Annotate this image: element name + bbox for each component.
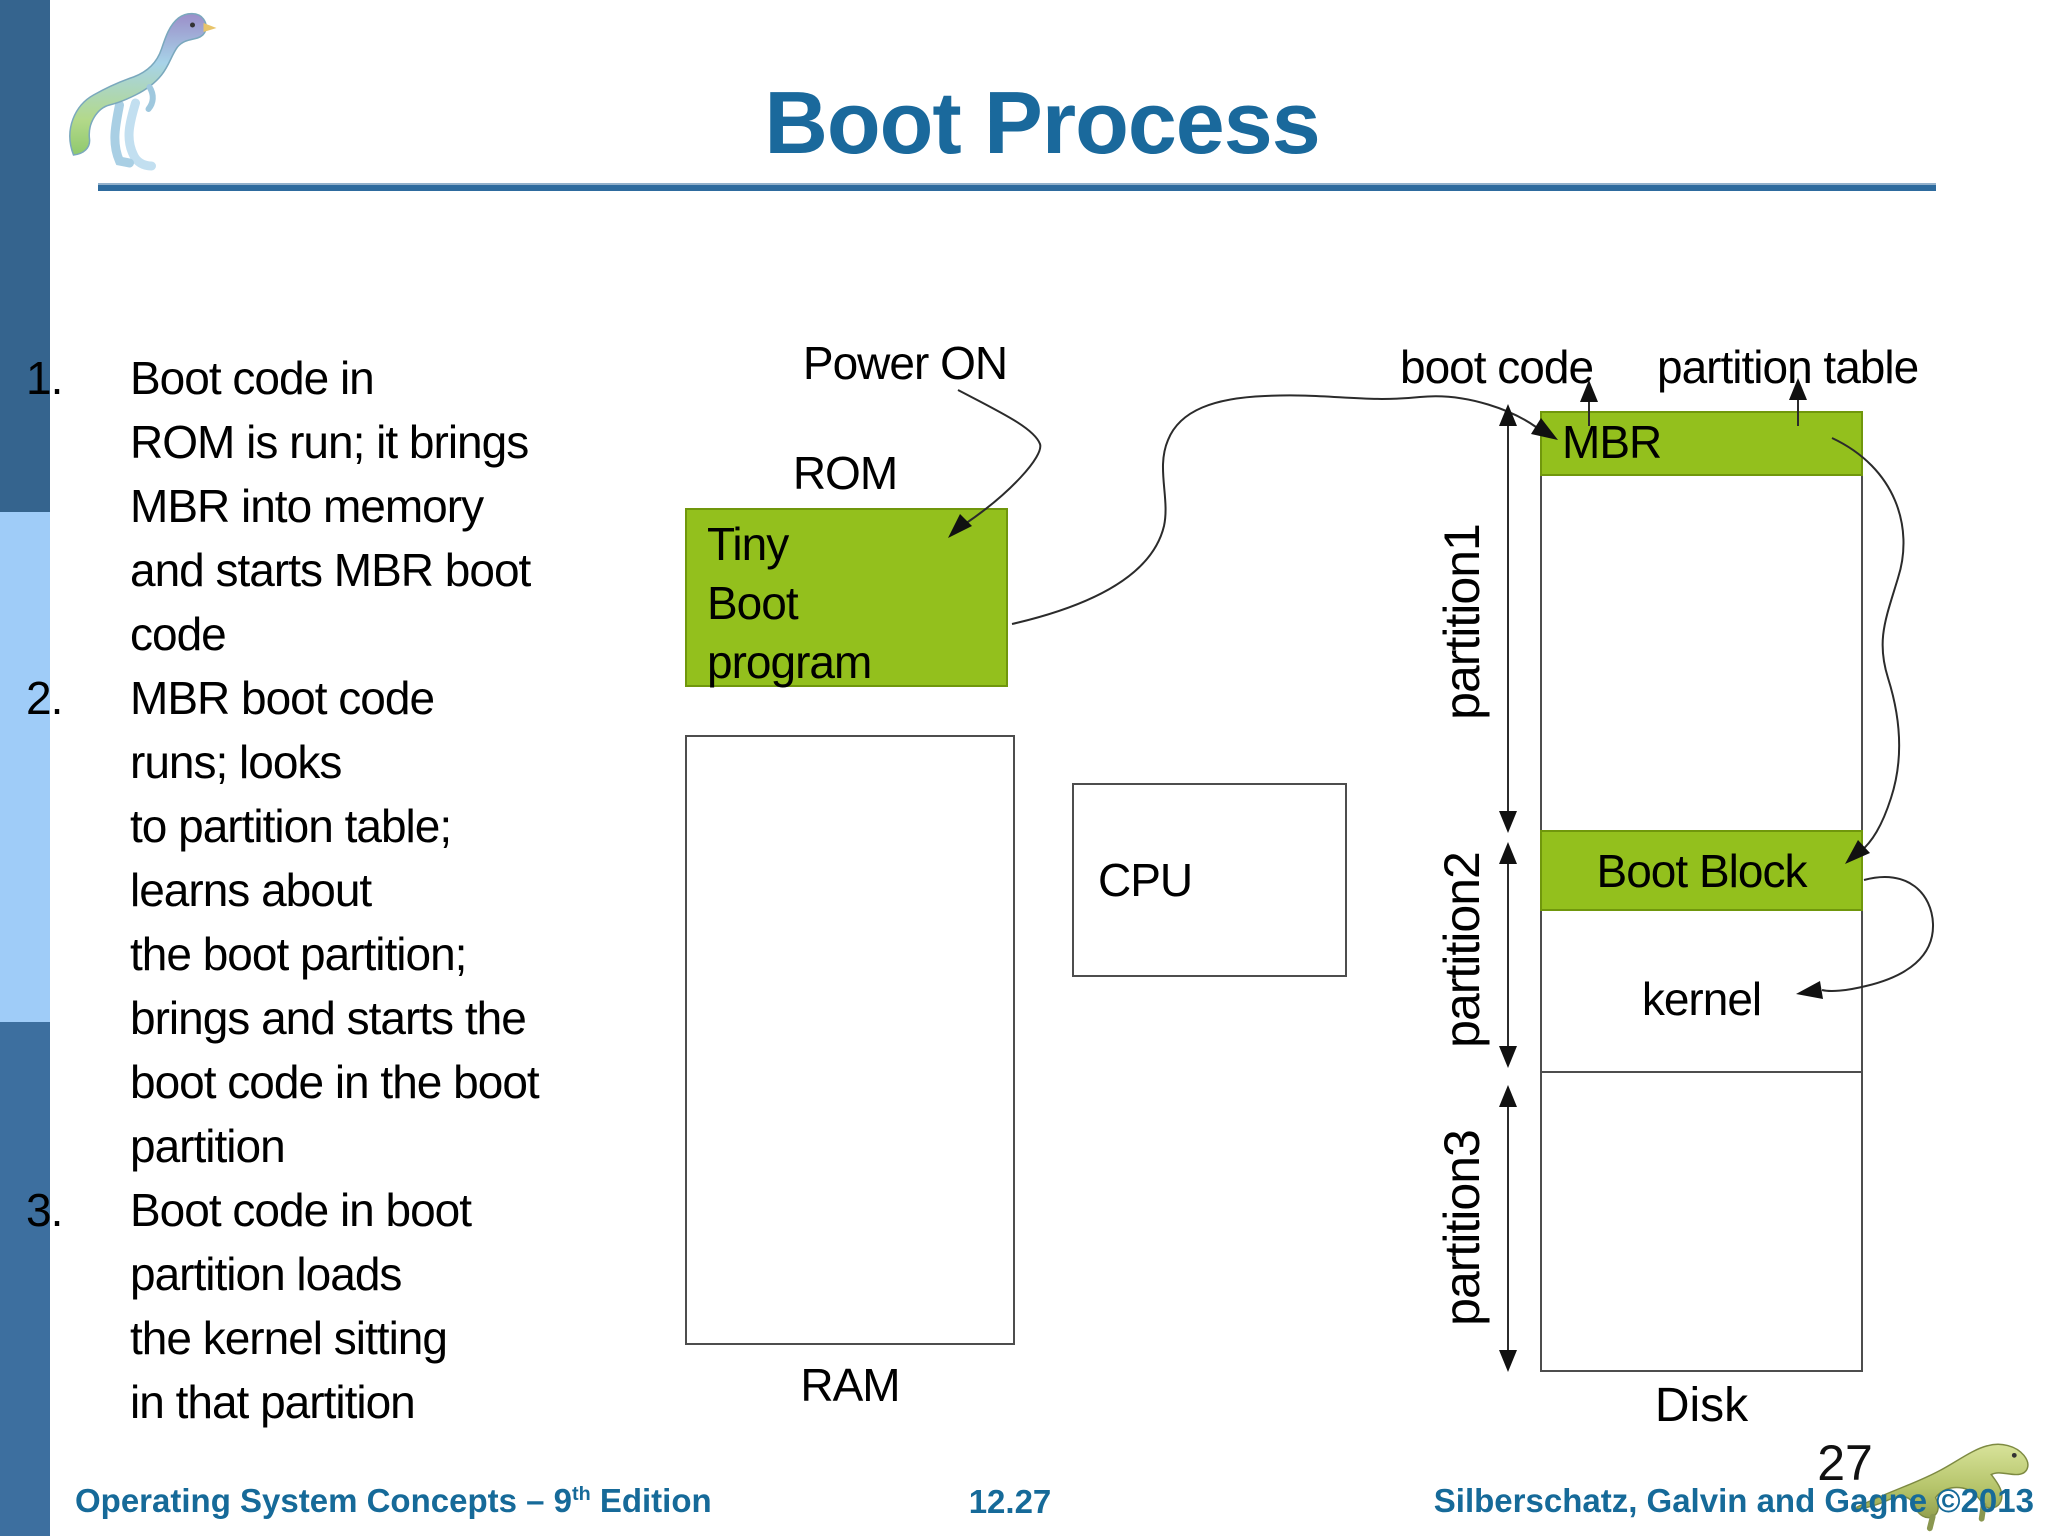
- partition1-label: partition1: [1434, 524, 1490, 720]
- kernel-label: kernel: [1641, 973, 1762, 1025]
- sidebar-stripe-medium: [0, 1022, 50, 1536]
- boot-block-label: Boot Block: [1596, 844, 1808, 897]
- step-number: 1.: [26, 352, 63, 404]
- step-text: MBR boot code runs; looks to partition t…: [130, 672, 540, 1172]
- footer-authors: Silberschatz, Galvin and Gagne ©2013: [1433, 1482, 2034, 1519]
- sidebar-stripe-light: [0, 512, 50, 1022]
- page-number: 27: [1817, 1435, 1873, 1491]
- list-item: 2. MBR boot code runs; looks to partitio…: [26, 666, 666, 1178]
- step-number: 3.: [26, 1184, 63, 1236]
- boot-block-band: Boot Block: [1540, 830, 1863, 911]
- cpu-box: CPU: [1072, 783, 1347, 977]
- footer-slide-number: 12.27: [968, 1483, 1052, 1520]
- partition3-label: partition3: [1434, 1130, 1490, 1326]
- step-number: 2.: [26, 672, 63, 724]
- disk-label: Disk: [1654, 1379, 1749, 1432]
- tiny-boot-program-box: Tiny Boot program: [685, 508, 1008, 688]
- title-divider: [98, 183, 1936, 191]
- cpu-label: CPU: [1098, 854, 1193, 906]
- rom-label: ROM: [792, 447, 898, 499]
- sidebar-stripe-dark: [0, 0, 50, 512]
- step-text: Boot code in boot partition loads the ke…: [130, 1184, 472, 1428]
- boot-steps-list: 1. Boot code in ROM is run; it brings MB…: [26, 346, 666, 1434]
- step-text: Boot code in ROM is run; it brings MBR i…: [130, 352, 531, 660]
- boot-code-label: boot code: [1400, 341, 1594, 393]
- dinosaur-logo-icon: [55, 5, 240, 175]
- mbr-band: MBR: [1540, 411, 1863, 476]
- list-item: 3. Boot code in boot partition loads the…: [26, 1178, 666, 1434]
- footer-edition-text: Edition: [590, 1482, 712, 1519]
- dinosaur-footer-icon: [1850, 1392, 2048, 1536]
- partition2-label: partition2: [1434, 852, 1490, 1048]
- partition-boundary-line: [1542, 1071, 1861, 1073]
- page-title: Boot Process: [764, 73, 1320, 172]
- footer-book-title-text: Operating System Concepts – 9: [75, 1482, 572, 1519]
- power-on-label: Power ON: [802, 337, 1008, 389]
- list-item: 1. Boot code in ROM is run; it brings MB…: [26, 346, 666, 666]
- footer-edition-sup: th: [571, 1483, 591, 1505]
- ram-label: RAM: [800, 1359, 900, 1411]
- ram-box: [685, 735, 1015, 1345]
- partition-table-label: partition table: [1657, 341, 1919, 393]
- footer-book-title: Operating System Concepts – 9th Edition: [75, 1482, 712, 1520]
